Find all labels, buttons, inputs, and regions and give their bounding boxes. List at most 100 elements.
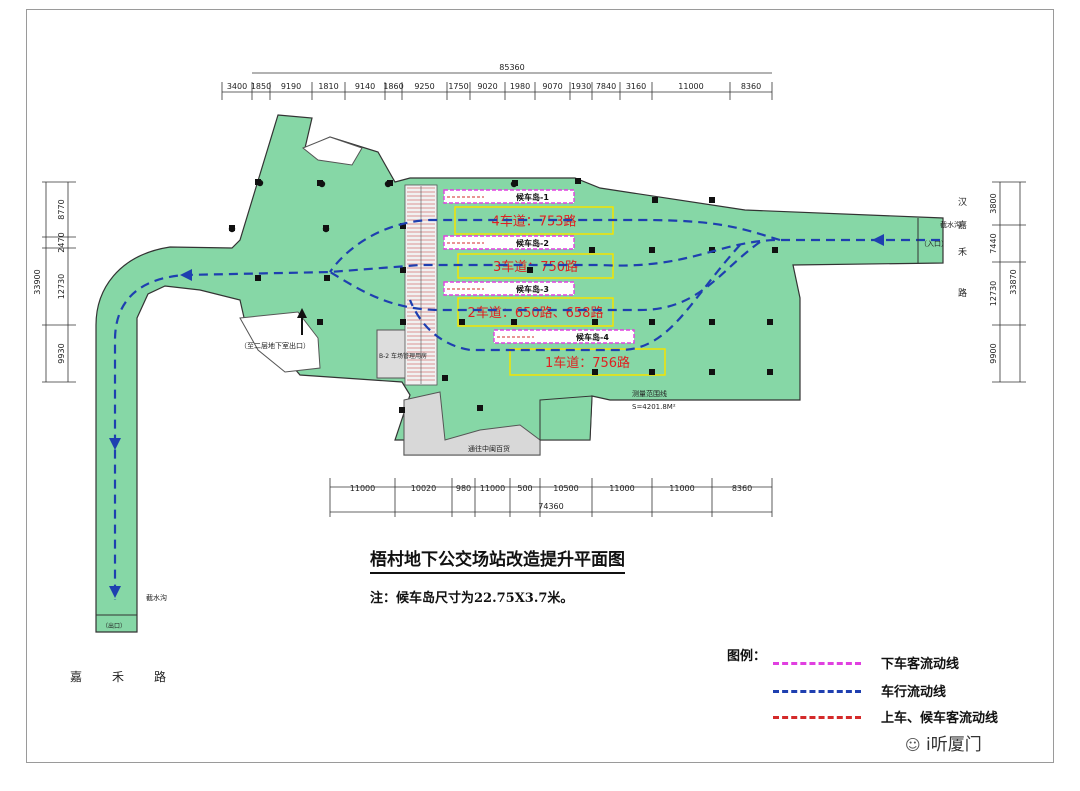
bottom-right-passage	[539, 395, 593, 441]
structural-column	[592, 319, 598, 325]
side-char: 嘉	[958, 219, 967, 231]
road-name: 嘉禾路	[70, 670, 197, 684]
bottom-exit-label: （出口）	[102, 622, 126, 630]
structural-column	[324, 275, 330, 281]
island-2: 候车岛-2	[443, 235, 575, 250]
mall-passage	[403, 391, 541, 456]
left-dim-value: 2470	[57, 232, 66, 252]
island-1: 候车岛-1	[443, 189, 575, 204]
legend-item-alight: 下车客流动线	[773, 653, 1043, 675]
side-char: 汉	[958, 197, 967, 208]
structural-column	[477, 405, 483, 411]
structural-column	[589, 247, 595, 253]
lane-label: 2车道：650路、658路	[468, 305, 604, 321]
legend-item-vehicle: 车行流动线	[773, 681, 1043, 703]
legend-label-board: 上车、候车客流动线	[881, 711, 999, 726]
bottom-dim-value: 500	[517, 484, 532, 493]
right-dim-value: 12730	[989, 281, 998, 306]
lane-label: 1车道：756路	[545, 355, 630, 371]
legend-label-vehicle: 车行流动线	[881, 685, 947, 700]
legend-swatch-alight	[773, 662, 861, 665]
round-column	[318, 180, 326, 188]
structural-column	[709, 369, 715, 375]
structural-column	[649, 369, 655, 375]
right-dim-value: 9900	[989, 343, 998, 363]
lane-label: 3车道：750路	[493, 259, 578, 275]
survey-area-label: S=4201.8M²	[632, 403, 676, 411]
legend-label-alight: 下车客流动线	[881, 657, 960, 672]
island-label: 候车岛-2	[516, 238, 549, 248]
structural-column	[400, 319, 406, 325]
left-dim-value: 8770	[57, 199, 66, 219]
right-entrance-label: （入口）	[920, 240, 948, 248]
management-room-label: B-2 车场管理用房	[379, 352, 427, 360]
top-dim-value: 9070	[542, 82, 562, 91]
drawing-frame	[26, 9, 1054, 763]
top-dim-value: 11000	[678, 82, 703, 91]
left-total-value: 33900	[33, 269, 42, 294]
vehicle-flow-lines	[113, 218, 940, 600]
right-arrow-icon	[872, 234, 884, 246]
legend-item-board: 上车、候车客流动线	[773, 707, 1043, 729]
lane-label: 4车道：753路	[491, 214, 576, 230]
diagram-note: 注：候车岛尺寸为22.75X3.7米。	[370, 591, 574, 606]
drain-top-label: 截水沟	[940, 220, 961, 229]
structural-column	[399, 407, 405, 413]
management-room	[376, 329, 408, 379]
diagram-title: 梧村地下公交场站改造提升平面图	[370, 545, 625, 574]
top-dim-value: 1930	[571, 82, 591, 91]
left-dim-value: 12730	[57, 274, 66, 299]
structural-column	[511, 319, 517, 325]
bottom-dim-value: 8360	[732, 484, 752, 493]
side-char: 禾	[958, 247, 967, 258]
structural-column	[592, 369, 598, 375]
structural-column	[575, 178, 581, 184]
structural-column	[442, 375, 448, 381]
top-total-value: 85360	[499, 63, 524, 72]
bottom-dim-value: 980	[456, 484, 471, 493]
bottom-total-value: 74360	[538, 502, 563, 511]
wechat-icon: ☺	[905, 736, 921, 754]
round-column	[384, 180, 392, 188]
bottom-dim-value: 10020	[411, 484, 436, 493]
structural-column	[772, 247, 778, 253]
top-dim-value: 9020	[477, 82, 497, 91]
round-column	[228, 225, 236, 233]
bottom-dim-value: 11000	[609, 484, 634, 493]
drain-bottom-label: 截水沟	[146, 593, 167, 602]
island-4: 候车岛-4	[493, 329, 635, 344]
top-dim-value: 1750	[448, 82, 468, 91]
lane-4-route	[329, 218, 781, 273]
structural-column	[709, 197, 715, 203]
down-arrow-icon-2	[109, 586, 121, 598]
island-label: 候车岛-3	[516, 284, 549, 294]
round-column	[256, 179, 264, 187]
island-label: 候车岛-4	[576, 332, 609, 342]
to-mall-label: 通往中闽百货	[468, 444, 510, 453]
structural-column	[400, 223, 406, 229]
structural-column	[400, 267, 406, 273]
top-dim-value: 7840	[596, 82, 616, 91]
structural-column	[649, 247, 655, 253]
main-vehicle-route	[113, 238, 940, 600]
top-dim-value: 9190	[281, 82, 301, 91]
round-column	[322, 225, 330, 233]
top-dim-value: 1810	[318, 82, 338, 91]
structural-column	[767, 369, 773, 375]
top-dim-value: 1980	[510, 82, 530, 91]
walkway-hatch	[404, 184, 438, 386]
structural-column	[459, 319, 465, 325]
structural-column	[709, 247, 715, 253]
structural-column	[317, 319, 323, 325]
bottom-dim-value: 11000	[350, 484, 375, 493]
structural-column	[652, 197, 658, 203]
bottom-dim-value: 11000	[480, 484, 505, 493]
watermark-text: i听厦门	[926, 735, 982, 755]
top-dim-value: 3400	[227, 82, 247, 91]
structural-column	[649, 319, 655, 325]
island-label: 候车岛-1	[516, 192, 549, 202]
legend-title: 图例：	[727, 649, 767, 664]
structural-column	[527, 267, 533, 273]
round-column	[510, 180, 518, 188]
